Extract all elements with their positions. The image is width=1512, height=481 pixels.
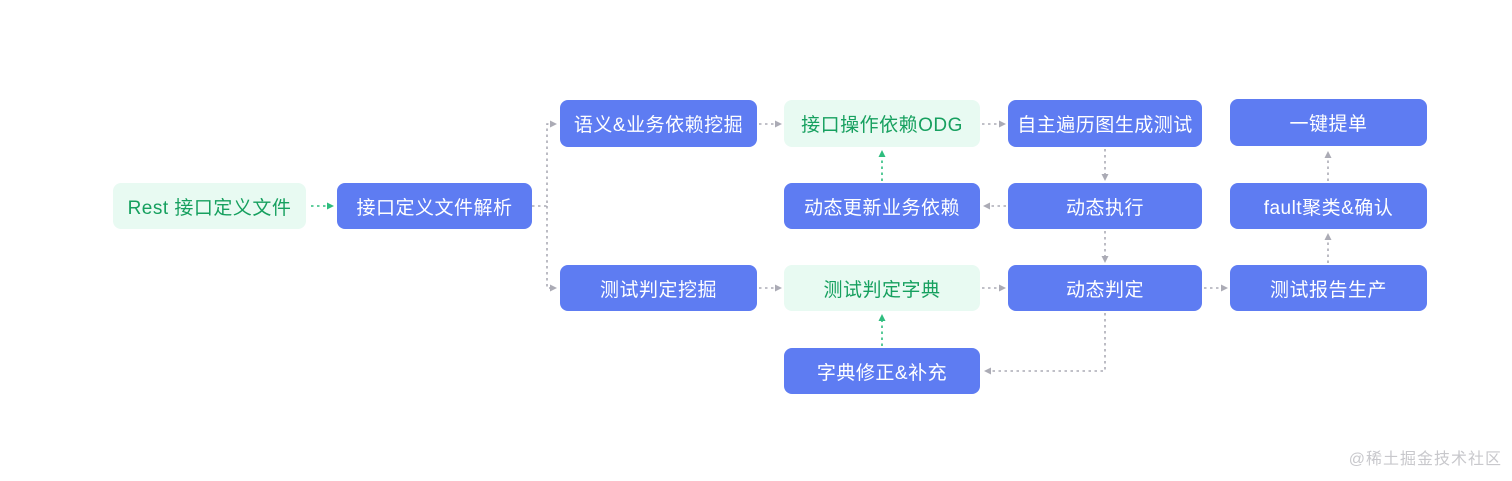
edge-parse-to-judge-mining — [546, 206, 557, 292]
node-semantic-mining: 语义&业务依赖挖掘 — [560, 100, 757, 147]
node-odg: 接口操作依赖ODG — [784, 100, 980, 147]
node-judge-mining: 测试判定挖掘 — [560, 265, 757, 311]
node-dyn-judge: 动态判定 — [1008, 265, 1202, 311]
node-graph-test: 自主遍历图生成测试 — [1008, 100, 1202, 147]
node-report: 测试报告生产 — [1230, 265, 1427, 311]
watermark: @稀土掘金技术社区 — [1348, 451, 1502, 468]
node-rest-file: Rest 接口定义文件 — [113, 183, 306, 229]
node-dyn-exec: 动态执行 — [1008, 183, 1202, 229]
node-dict-fix: 字典修正&补充 — [784, 348, 980, 394]
node-dyn-update: 动态更新业务依赖 — [784, 183, 980, 229]
edge-parse-to-semantic-mining — [532, 120, 557, 207]
node-one-click-submit: 一键提单 — [1230, 99, 1427, 146]
node-fault-cluster: fault聚类&确认 — [1230, 183, 1427, 229]
edge-dyn-judge-to-dict-fix — [984, 313, 1106, 375]
node-judge-dict: 测试判定字典 — [784, 265, 980, 311]
node-parse: 接口定义文件解析 — [337, 183, 532, 229]
